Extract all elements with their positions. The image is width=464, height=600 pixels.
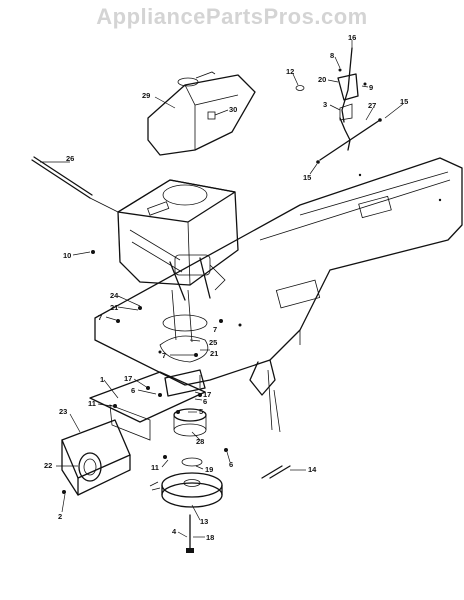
- engine-assembly: [117, 179, 239, 343]
- callout-9: 9: [369, 83, 373, 92]
- air-filter-cover: [147, 71, 256, 156]
- callout-11-upper: 11: [88, 399, 96, 408]
- callout-30: 30: [229, 105, 237, 114]
- callout-15-upper: 15: [400, 97, 408, 106]
- leader-lines: [40, 40, 404, 538]
- callout-6-lower: 6: [229, 460, 233, 469]
- callout-17-right: 17: [203, 390, 211, 399]
- callout-4: 4: [172, 527, 177, 536]
- callout-8: 8: [330, 51, 334, 60]
- callout-3: 3: [323, 100, 327, 109]
- callout-21-left: 21: [110, 303, 118, 312]
- callout-labels: 16 8 20 9 3 27 15 15 12 29 30 26 10 24 2…: [44, 33, 408, 542]
- callout-23: 23: [59, 407, 67, 416]
- callout-26: 26: [66, 154, 74, 163]
- callout-7-mid: 7: [162, 351, 166, 360]
- callout-21-right: 21: [210, 349, 218, 358]
- electric-pto-clutch: [149, 457, 223, 508]
- dipstick-tube: [31, 156, 119, 213]
- muffler: [61, 419, 131, 496]
- callout-12: 12: [286, 67, 294, 76]
- callout-15-lower: 15: [303, 173, 311, 182]
- callout-6-right: 6: [203, 397, 207, 406]
- pto-bolt: [186, 514, 194, 553]
- callout-27: 27: [368, 101, 376, 110]
- callout-7-right: 7: [213, 325, 217, 334]
- callout-29: 29: [142, 91, 150, 100]
- callout-18: 18: [206, 533, 214, 542]
- callout-25: 25: [209, 338, 217, 347]
- callout-24: 24: [110, 291, 119, 300]
- watermark-text: AppliancePartsPros.com: [96, 4, 368, 29]
- callout-1: 1: [100, 375, 104, 384]
- callout-28: 28: [196, 437, 204, 446]
- callout-5: 5: [199, 407, 203, 416]
- callout-20: 20: [318, 75, 326, 84]
- break-line-symbol: [261, 465, 291, 479]
- callout-22: 22: [44, 461, 52, 470]
- callout-7-left: 7: [98, 313, 102, 322]
- callout-6-left: 6: [131, 386, 135, 395]
- callout-16: 16: [348, 33, 356, 42]
- callout-19: 19: [205, 465, 213, 474]
- frame-deck-plate: [94, 157, 463, 433]
- callout-11-lower: 11: [151, 463, 159, 472]
- callout-10: 10: [63, 251, 71, 260]
- callout-2: 2: [58, 512, 62, 521]
- throttle-cable-rod: [316, 117, 382, 164]
- throttle-control-assembly: [295, 47, 367, 123]
- callout-13: 13: [200, 517, 208, 526]
- hardware-fasteners: [62, 250, 228, 494]
- callout-17-left: 17: [124, 374, 132, 383]
- callout-14: 14: [308, 465, 317, 474]
